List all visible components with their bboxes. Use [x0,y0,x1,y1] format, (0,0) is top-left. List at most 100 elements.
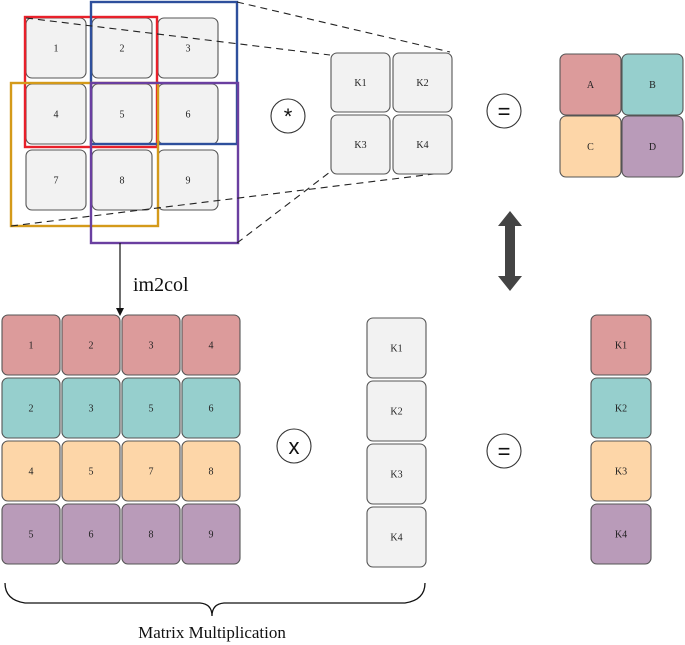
input-cell-3: 3 [157,17,219,79]
im2col-arrow-head [116,308,124,316]
result-column-cell-k2: K2 [590,377,652,439]
matrix-cell-r2c2-label: 3 [89,404,94,415]
kernel-cell-k3-box [330,114,391,175]
matrix-cell-r3c2-box [61,440,121,502]
matrix-cell-r4c3-box [121,503,181,565]
input-cell-1: 1 [25,17,87,79]
output-cell-d-label: D [649,142,656,153]
matrix-cell-r4c3: 8 [121,503,181,565]
kernel-cell-k4-label: K4 [416,140,428,151]
convolve-operator-symbol: * [284,104,293,129]
window-purple [89,81,240,245]
matrix-cell-r1c4-label: 4 [209,341,214,352]
matrix-cell-r3c2-label: 5 [89,467,94,478]
convolve-operator-circle [270,98,306,134]
matrix-cell-r2c1-label: 2 [29,404,34,415]
matrix-cell-r4c4: 9 [181,503,241,565]
result-column-cell-k3-box [590,440,652,502]
input-cell-4-label: 4 [54,110,59,121]
matrix-cell-r2c3-box [121,377,181,439]
output-cell-b-label: B [649,80,656,91]
output-cell-b: B [621,53,684,116]
window-blue [89,0,239,146]
projection-lines [10,1,451,244]
matrix-cell-r2c1: 2 [1,377,61,439]
output-cell-c-label: C [587,142,594,153]
kernel-column-cell-k4-label: K4 [390,533,402,544]
matrix-cell-r1c3: 3 [121,314,181,376]
matrix-cell-r1c2-label: 2 [89,341,94,352]
matrix-cell-r1c4-box [181,314,241,376]
dashed-line-1 [236,1,451,53]
kernel-column-cell-k2: K2 [366,380,427,442]
output-grid: A B C D [559,53,684,178]
convolve-operator: * [270,98,306,134]
kernel-cell-k3: K3 [330,114,391,175]
matrix-cell-r3c1: 4 [1,440,61,502]
kernel-column-cell-k4: K4 [366,506,427,568]
kernel-cell-k2: K2 [392,52,453,113]
matrix-cell-r2c2-box [61,377,121,439]
matrix-cell-r1c4: 4 [181,314,241,376]
operators: * = x = [270,93,522,469]
kernel-column-cell-k1-label: K1 [390,344,402,355]
input-cell-2-label: 2 [120,44,125,55]
input-cell-6: 6 [157,83,219,145]
matrix-brace [4,582,426,617]
matrix-cell-r2c4-box [181,377,241,439]
matrix-cell-r4c4-box [181,503,241,565]
result-column-cell-k2-label: K2 [615,404,627,415]
result-column-cell-k1-label: K1 [615,341,627,352]
output-cell-a-label: A [587,80,595,91]
matrix-cell-r4c1: 5 [1,503,61,565]
kernel-column-cell-k3: K3 [366,443,427,505]
kernel-column-cell-k2-label: K2 [390,407,402,418]
matrix-cell-r3c1-box [1,440,61,502]
kernel-column-cell-k3-label: K3 [390,470,402,481]
matrix-cell-r4c2-box [61,503,121,565]
result-column-cell-k3-label: K3 [615,467,627,478]
kernel-cell-k2-label: K2 [416,78,428,89]
result-column-cell-k1-box [590,314,652,376]
matrix-cell-r4c1-label: 5 [29,530,34,541]
kernel-cell-k3-label: K3 [354,140,366,151]
dashed-line-2 [25,17,331,56]
equals-operator-bottom-symbol: = [498,439,511,464]
result-column-cell-k4: K4 [590,503,652,565]
result-column-cell-k1: K1 [590,314,652,376]
kernel-cell-k4: K4 [392,114,453,175]
equals-operator-top-symbol: = [498,99,511,124]
matrix-cell-r2c3-label: 5 [149,404,154,415]
input-cell-6-label: 6 [186,110,191,121]
input-cell-4: 4 [25,83,87,145]
matrix-cell-r1c1: 1 [1,314,61,376]
matrix-cell-r2c4-label: 6 [209,404,214,415]
matrix-cell-r3c4-label: 8 [209,467,214,478]
matrix-cell-r4c1-box [1,503,61,565]
matrix-cell-r3c1-label: 4 [29,467,34,478]
result-column-cell-k4-box [590,503,652,565]
matrix-cell-r4c2: 6 [61,503,121,565]
matrix-cell-r4c4-label: 9 [209,530,214,541]
input-cell-7: 7 [25,149,87,211]
input-cell-7-label: 7 [54,176,59,187]
kernel-cell-k4-box [392,114,453,175]
matrix-cell-r3c3-box [121,440,181,502]
matrix-cell-r3c3-label: 7 [149,467,154,478]
input-cell-8: 8 [91,149,153,211]
matrix-cell-r3c4: 8 [181,440,241,502]
equals-operator-bottom-circle [486,433,522,469]
input-cell-7-box [25,149,87,211]
matrix-cell-r2c1-box [1,377,61,439]
kernel-cell-k2-box [392,52,453,113]
kernel-cell-k1-label: K1 [354,78,366,89]
matrix-cell-r2c2: 3 [61,377,121,439]
matrix-cell-r3c4-box [181,440,241,502]
output-cell-a-box [559,53,622,116]
multiply-operator: x [276,428,312,464]
window-gold [9,81,160,228]
